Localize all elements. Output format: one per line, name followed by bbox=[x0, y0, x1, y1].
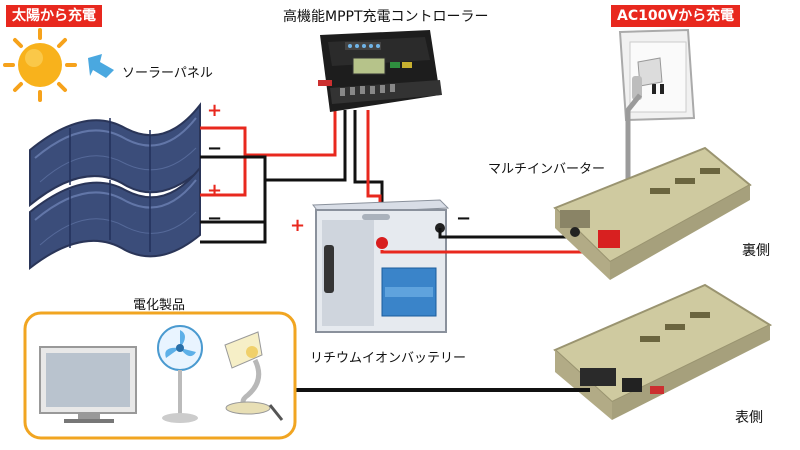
battery-minus-sign: − bbox=[456, 208, 472, 229]
panel2-minus-sign: − bbox=[207, 208, 223, 229]
lamp-icon bbox=[224, 331, 284, 421]
tv-icon bbox=[39, 346, 137, 423]
battery-label: リチウムイオンバッテリー bbox=[310, 351, 467, 366]
appliances-label: 電化製品 bbox=[133, 298, 186, 313]
sun-icon bbox=[3, 28, 77, 102]
battery-plus-sign: + bbox=[290, 215, 306, 236]
panel2-plus-sign: + bbox=[207, 180, 223, 201]
arrow-icon bbox=[88, 54, 114, 78]
inverter-label: マルチインバーター bbox=[488, 162, 606, 177]
front-side-label: 表側 bbox=[735, 410, 763, 426]
back-side-label: 裏側 bbox=[742, 243, 770, 259]
fan-icon bbox=[157, 325, 203, 423]
solar-panel-bottom bbox=[29, 165, 201, 271]
mppt-controller bbox=[318, 30, 442, 112]
inverter-back-view bbox=[553, 146, 752, 280]
inverter-front-view bbox=[553, 283, 773, 420]
panel1-plus-sign: + bbox=[207, 100, 223, 121]
controller-label: 高機能MPPT充電コントローラー bbox=[283, 9, 489, 25]
solar-wiring bbox=[200, 110, 347, 244]
sun-charge-tag: 太陽から充電 bbox=[6, 5, 102, 27]
lithium-battery bbox=[312, 199, 450, 333]
ac-charge-tag: AC100Vから充電 bbox=[611, 5, 741, 27]
panel1-minus-sign: − bbox=[207, 138, 223, 159]
solar-panel-label: ソーラーパネル bbox=[122, 66, 213, 81]
battery-inverter-wiring bbox=[380, 228, 600, 254]
